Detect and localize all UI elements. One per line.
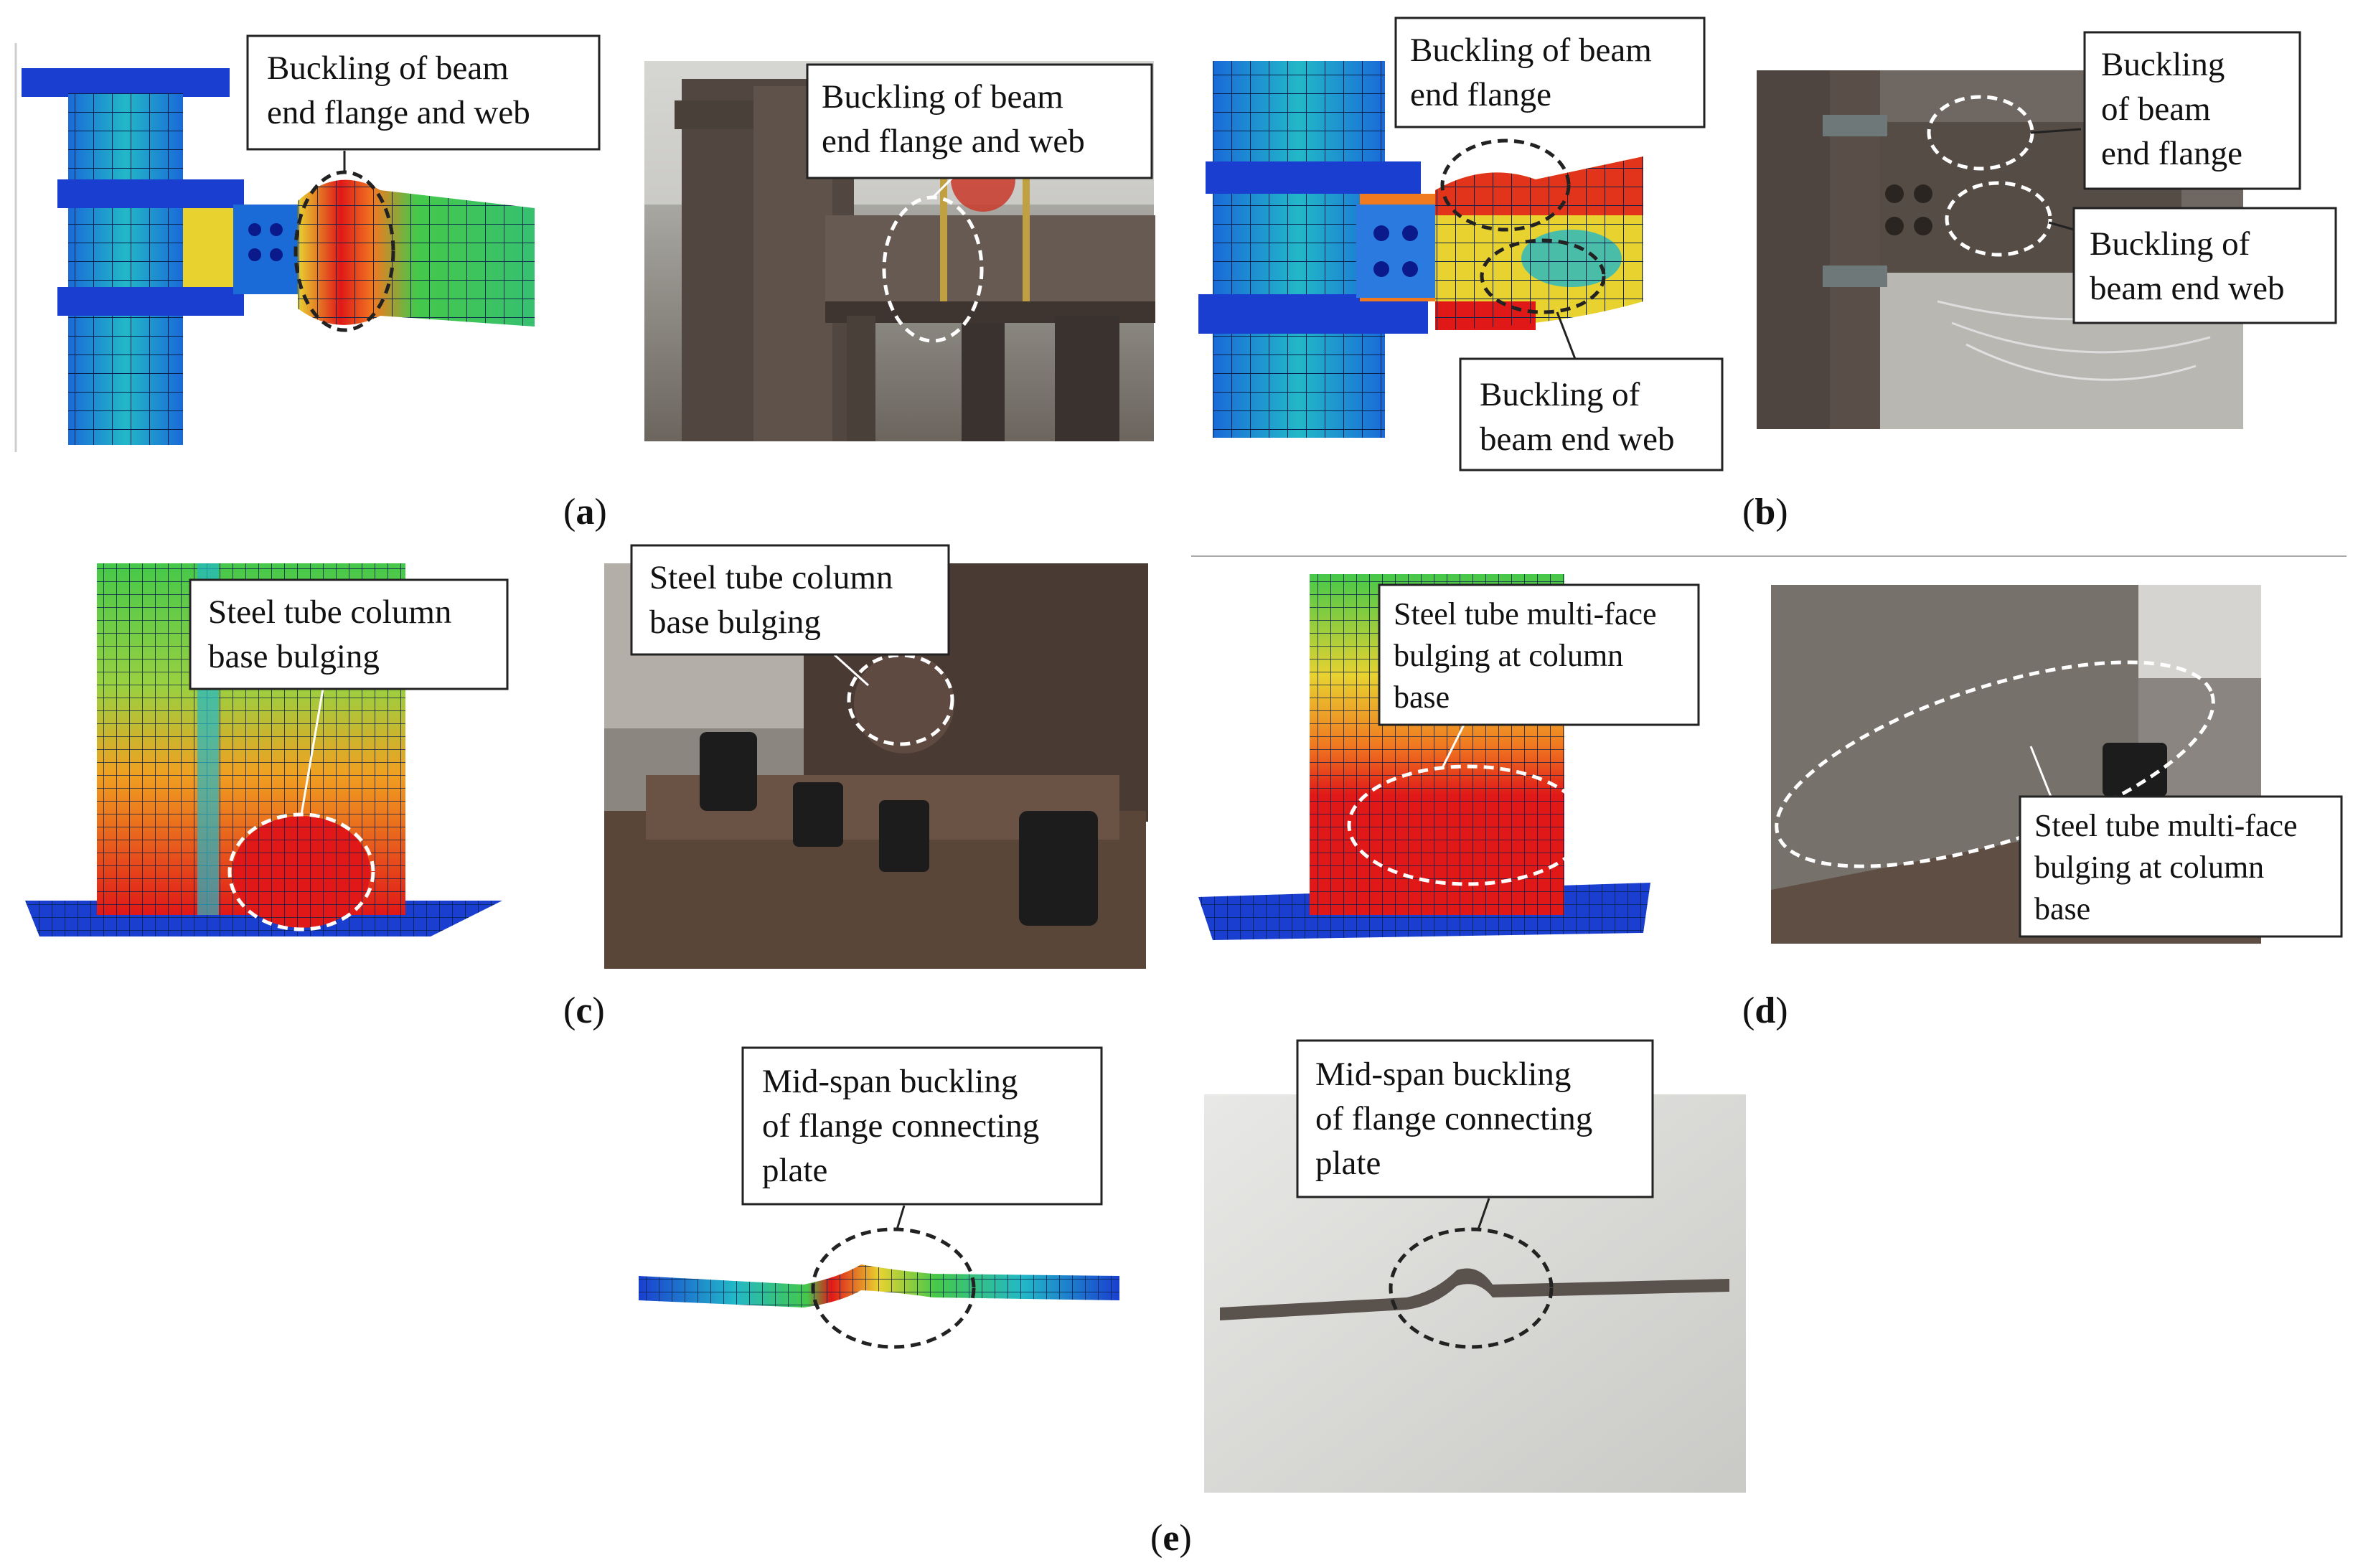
callout-e-photo: Mid-span buckling of flange connecting p… — [1296, 1039, 1654, 1230]
svg-text:Buckling of beam end w: Buckling of beam end web — [1480, 376, 1674, 458]
callout-a-fem: Buckling of beam end flange and web — [246, 34, 601, 172]
svg-text:Buckling of beam end f: Buckling of beam end flange and web — [822, 78, 1085, 160]
callout-a-photo: Buckling of beam end flange and web — [806, 63, 1153, 199]
panel-e: Mid-span buckling of flange connecting p… — [639, 1039, 1746, 1559]
panel-label-c: (c) — [563, 990, 605, 1031]
callout-c-fem: Steel tube column base bulging — [189, 578, 509, 815]
callout-b-fem-web: Buckling of beam end web — [1459, 311, 1724, 471]
callout-c-photo: Steel tube column base bulging — [630, 544, 950, 687]
callout-d-fem: Steel tube multi-face bulging at column … — [1378, 583, 1700, 769]
fem-model-beam-column-b — [1198, 61, 1643, 438]
fem-model-connecting-plate-e — [639, 1227, 1119, 1349]
panel-d: Steel tube multi-face bulging at column … — [1198, 574, 2343, 1031]
callout-b-photo-web: Buckling of beam end web — [2048, 207, 2337, 324]
svg-text:Buckling of beam end f: Buckling of beam end flange — [1410, 32, 1661, 113]
callout-e-fem: Mid-span buckling of flange connecting p… — [741, 1046, 1103, 1230]
panel-label-e: (e) — [1150, 1518, 1192, 1559]
callout-b-fem-flange: Buckling of beam end flange — [1394, 17, 1706, 128]
panel-label-a: (a) — [563, 492, 607, 532]
callout-d-photo: Steel tube multi-face bulging at column … — [2019, 746, 2343, 938]
svg-text:Buckling of beam end w: Buckling of beam end web — [2090, 225, 2284, 307]
svg-text:Steel tube column base: Steel tube column base bulging — [649, 559, 901, 641]
svg-text:Buckling of beam end f: Buckling of beam end flange and web — [267, 50, 530, 131]
panel-label-b: (b) — [1742, 492, 1788, 532]
panel-b: Buckling of beam end flange Buckling of … — [1198, 17, 2337, 532]
panel-label-d: (d) — [1742, 990, 1788, 1031]
callout-b-photo-flange: Buckling of beam end flange — [2030, 31, 2301, 190]
panel-c: Steel tube column base bulging Steel tub… — [25, 544, 1148, 1031]
fem-model-beam-column-a — [14, 43, 535, 452]
svg-text:Steel tube multi-face: Steel tube multi-face bulging at column … — [1394, 596, 1665, 715]
svg-text:Buckling of beam: Buckling of beam end flange — [2101, 46, 2242, 172]
svg-text:Mid-span buckling of f: Mid-span buckling of flange connecting p… — [762, 1063, 1048, 1189]
svg-text:Steel tube multi-face: Steel tube multi-face bulging at column … — [2034, 808, 2306, 926]
svg-text:Mid-span buckling of f: Mid-span buckling of flange connecting p… — [1315, 1056, 1601, 1182]
svg-text:Steel tube column base: Steel tube column base bulging — [208, 593, 460, 675]
panel-a: Buckling of beam end flange and web — [14, 34, 1155, 532]
